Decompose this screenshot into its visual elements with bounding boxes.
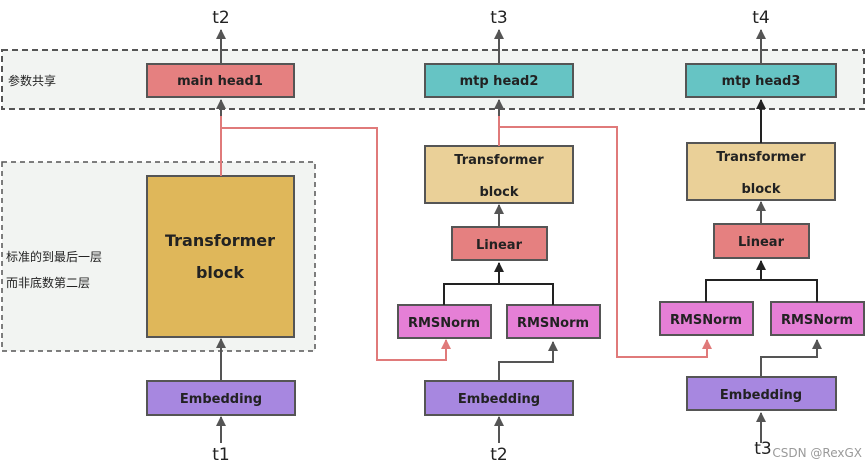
col2-embedding-label: Embedding <box>458 392 540 407</box>
col2-rmsnorm-left-box <box>397 304 492 339</box>
col2-rmsnorm-right-label: RMSNorm <box>517 316 589 331</box>
col2-rmsnorm-right-box <box>506 304 601 339</box>
shared-params-label: 参数共享 <box>8 73 56 88</box>
col2-embed-to-rmsnorm-arrow <box>498 341 558 381</box>
col2-transformer-label-line1: Transformer <box>454 153 544 168</box>
skip-path-col1-to-col2 <box>221 127 451 361</box>
watermark: CSDN @RexGX <box>772 446 862 460</box>
col3-rmsnorm-right-box <box>770 301 865 336</box>
col3-mtp-head-label: mtp head3 <box>722 74 801 89</box>
col1-output-token: t2 <box>212 8 229 28</box>
col3-embed-to-rmsnorm-arrow <box>760 339 822 377</box>
col1-transformer-label-line1: Transformer <box>165 231 275 250</box>
col2-transformer-box <box>424 145 574 204</box>
col2-rmsnorm-left-label: RMSNorm <box>408 316 480 331</box>
col1-main-head-box <box>146 63 295 98</box>
col3-input-token: t3 <box>754 439 771 459</box>
col2-embedding-box <box>424 380 574 416</box>
col1-embedding-label: Embedding <box>180 392 262 407</box>
col2-linear-box <box>451 226 548 261</box>
col3-linear-box <box>713 223 810 259</box>
col2-linear-label: Linear <box>476 238 523 253</box>
col2-rmsnorm-merge-line <box>443 283 554 305</box>
col1-transformer-box <box>146 175 295 338</box>
col2-transformer-label-line2: block <box>479 185 518 200</box>
col2-input-token: t2 <box>490 445 507 465</box>
col3-linear-label: Linear <box>738 235 785 250</box>
standard-note-line2: 而非底数第二层 <box>6 275 90 290</box>
skip-path-col2-to-col3 <box>499 126 712 358</box>
col2-output-token: t3 <box>490 8 507 28</box>
col3-transformer-label-line2: block <box>741 182 780 197</box>
col3-output-token: t4 <box>752 8 769 28</box>
col3-mtp-head-box <box>685 63 837 98</box>
col2-mtp-head-box <box>424 63 574 98</box>
col1-transformer-label-line2: block <box>196 263 244 282</box>
col3-rmsnorm-merge-line <box>705 279 818 302</box>
col3-embedding-label: Embedding <box>720 388 802 403</box>
col3-transformer-box <box>686 142 836 201</box>
col1-main-head-label: main head1 <box>177 74 263 89</box>
col2-mtp-head-label: mtp head2 <box>460 74 539 89</box>
standard-note-line1: 标准的到最后一层 <box>6 249 102 264</box>
col3-rmsnorm-right-label: RMSNorm <box>781 313 853 328</box>
col1-input-token: t1 <box>212 445 229 465</box>
col3-rmsnorm-left-label: RMSNorm <box>670 313 742 328</box>
col3-transformer-label-line1: Transformer <box>716 150 806 165</box>
